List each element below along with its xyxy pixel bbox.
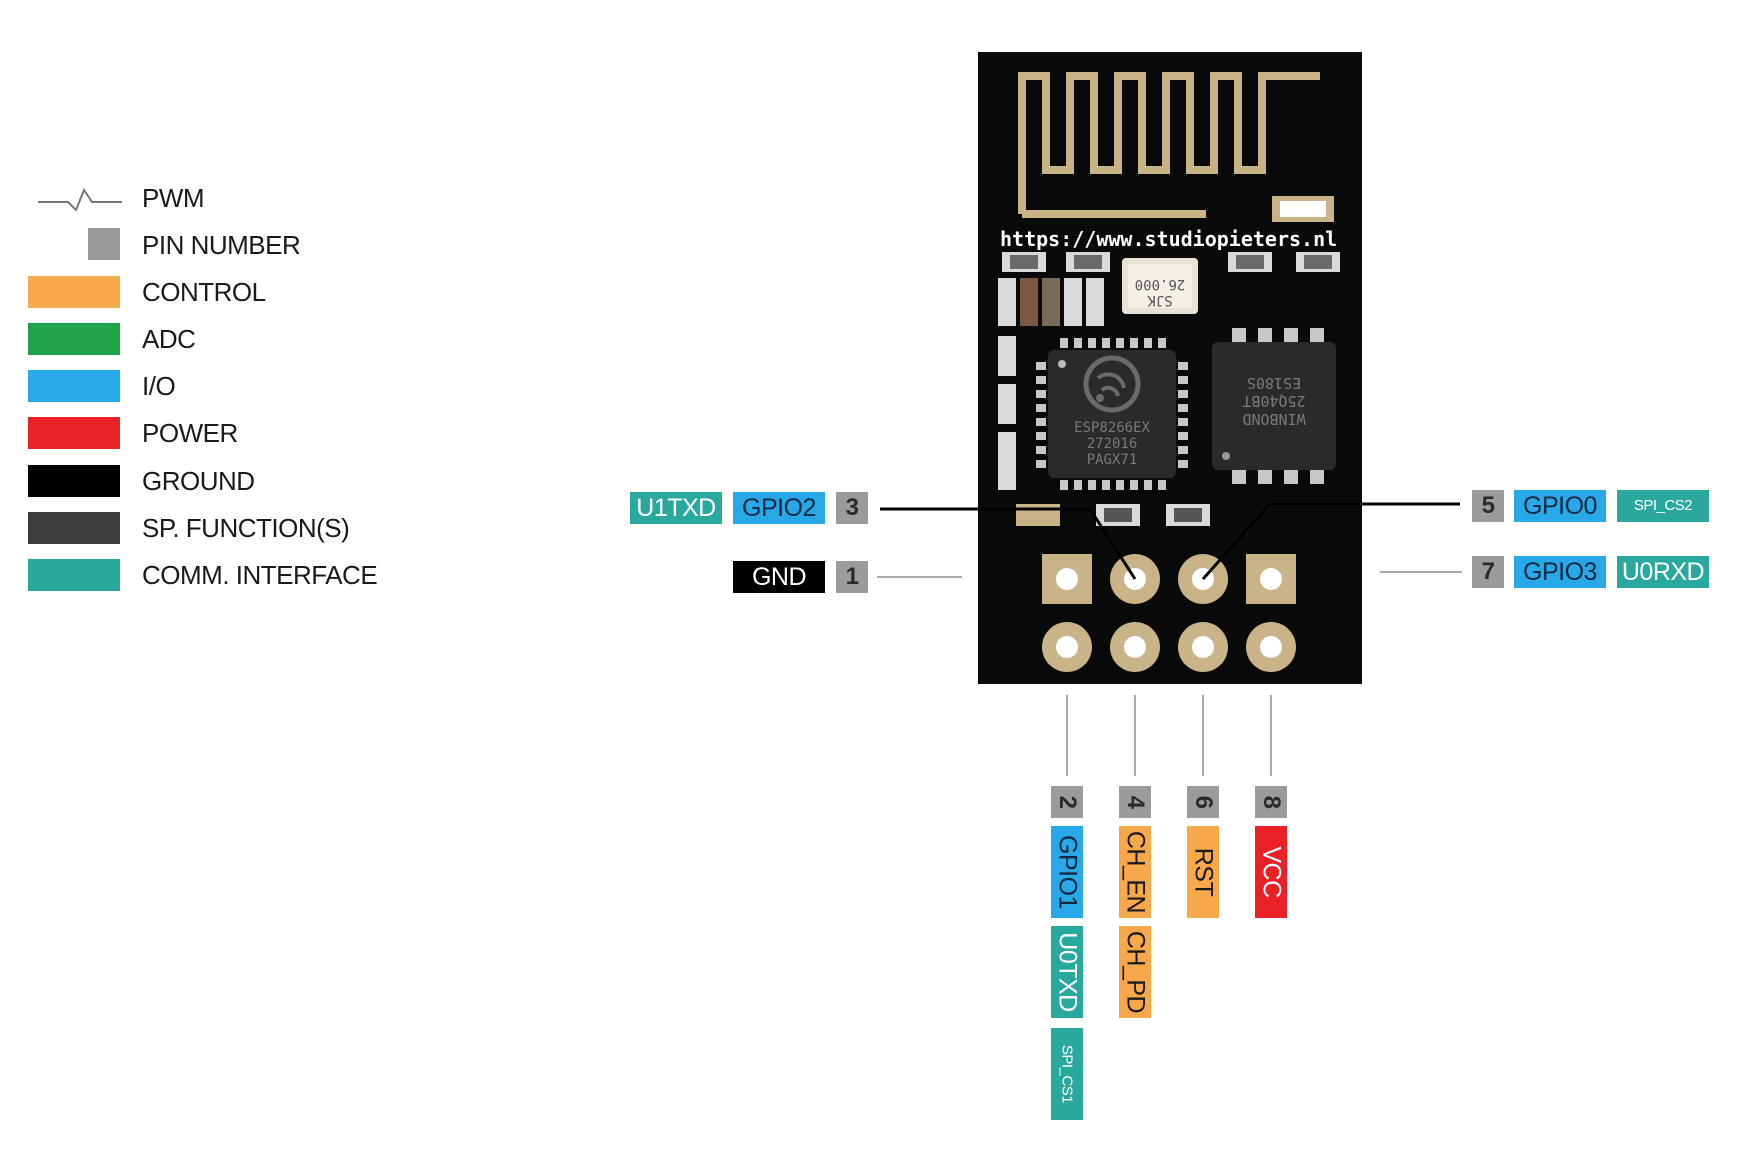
pin5-comm-label: SPI_CS2 — [1617, 490, 1709, 522]
legend-swatch — [28, 370, 120, 402]
legend-swatch — [28, 276, 120, 308]
pin4-control-label: CH_EN — [1119, 826, 1151, 918]
pin4-control-alt-label: CH_PD — [1119, 926, 1151, 1018]
legend-label: GROUND — [142, 466, 255, 496]
pin2-io-label: GPIO1 — [1051, 826, 1083, 918]
board-url: https://www.studiopieters.nl — [1000, 227, 1337, 251]
legend-label: SP. FUNCTION(S) — [142, 513, 350, 543]
antenna-trace — [1018, 72, 1320, 214]
legend-label: PWM — [142, 183, 205, 213]
legend-swatch — [28, 559, 120, 591]
legend-label: POWER — [142, 418, 238, 448]
pin3-comm-label: U1TXD — [630, 492, 722, 524]
legend-item-pin-number: PIN NUMBER — [28, 223, 388, 267]
legend-swatch — [28, 512, 120, 544]
pin5-io-label: GPIO0 — [1514, 490, 1606, 522]
pin6-number: 6 — [1187, 786, 1219, 818]
pin6-control-label: RST — [1187, 826, 1219, 918]
esp8266-chip: ESP8266EX 272016 PAGX71 — [1036, 338, 1188, 490]
legend-label: ADC — [142, 324, 196, 354]
legend-swatch — [28, 465, 120, 497]
pin1-number: 1 — [836, 561, 868, 593]
pin8-number: 8 — [1255, 786, 1287, 818]
pin7-io-label: GPIO3 — [1514, 556, 1606, 588]
pin1-ground-label: GND — [733, 561, 825, 593]
legend-item-special-function: SP. FUNCTION(S) — [28, 506, 388, 550]
svg-text:272016: 272016 — [1087, 436, 1138, 452]
legend: PWM PIN NUMBER CONTROL ADC I/O POWER GRO… — [28, 176, 388, 666]
svg-text:25Q40BT: 25Q40BT — [1242, 392, 1305, 410]
legend-item-io: I/O — [28, 364, 388, 408]
legend-label: PIN NUMBER — [142, 230, 301, 260]
pin3-number: 3 — [836, 492, 868, 524]
legend-swatch — [88, 228, 120, 260]
pin7-number: 7 — [1472, 556, 1504, 588]
svg-text:WINBOND: WINBOND — [1242, 410, 1305, 428]
pin4-number: 4 — [1119, 786, 1151, 818]
legend-swatch — [28, 323, 120, 355]
legend-label: I/O — [142, 371, 176, 401]
pin5-number: 5 — [1472, 490, 1504, 522]
svg-text:26.000: 26.000 — [1135, 276, 1186, 292]
svg-text:PAGX71: PAGX71 — [1087, 452, 1138, 468]
pin2-number: 2 — [1051, 786, 1083, 818]
legend-item-control: CONTROL — [28, 270, 388, 314]
leader-lines — [877, 502, 1462, 776]
svg-text:ESP8266EX: ESP8266EX — [1074, 420, 1150, 436]
legend-label: COMM. INTERFACE — [142, 560, 378, 590]
legend-swatch — [28, 417, 120, 449]
svg-text:SJK: SJK — [1147, 292, 1173, 308]
pin2-comm-label: U0TXD — [1051, 926, 1083, 1018]
pin7-comm-label: U0RXD — [1617, 556, 1709, 588]
pin8-power-label: VCC — [1255, 826, 1287, 918]
legend-item-comm-interface: COMM. INTERFACE — [28, 553, 388, 597]
legend-item-ground: GROUND — [28, 459, 388, 503]
flash-chip: ES180S 25Q40BT WINBOND — [1212, 328, 1336, 484]
legend-item-power: POWER — [28, 411, 388, 455]
crystal: 26.000 SJK — [1122, 258, 1198, 314]
pwm-icon — [38, 187, 122, 212]
legend-item-pwm: PWM — [28, 176, 388, 220]
legend-label: CONTROL — [142, 277, 266, 307]
legend-item-adc: ADC — [28, 317, 388, 361]
svg-text:ES180S: ES180S — [1247, 374, 1301, 392]
pin2-spi-label: SPI_CS1 — [1051, 1028, 1083, 1120]
pin3-io-label: GPIO2 — [733, 492, 825, 524]
